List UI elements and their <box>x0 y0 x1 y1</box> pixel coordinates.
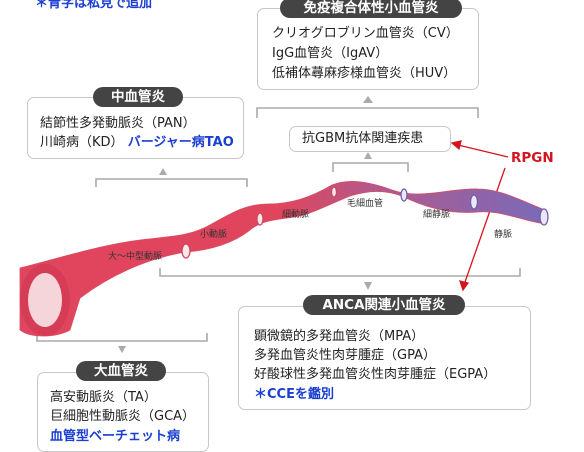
label-large-medium: 大〜中型動脈 <box>108 252 163 262</box>
opening-vein <box>539 208 549 226</box>
medium-vessel-box <box>27 97 244 159</box>
rpgn-arrows <box>450 140 509 292</box>
large-vessel-blue-item: 血管型ベーチェット病 <box>50 429 181 444</box>
buerger-text: バージャー病TAO <box>127 135 234 150</box>
immune-complex-item: IgG血管炎（IgAV） <box>272 46 389 61</box>
large-vessel-box <box>37 372 209 452</box>
opening-medium <box>181 243 191 259</box>
large-vessel-item: 巨細胞性動脈炎（GCA） <box>50 409 196 424</box>
large-vessel-item: 高安動脈炎（TA） <box>50 390 157 405</box>
immune-complex-item: クリオグロブリン血管炎（CV） <box>272 26 459 41</box>
medium-vessel-item: 川崎病（KD） バージャー病TAO <box>40 134 234 151</box>
anca-item: 多発血管炎性肉芽腫症（GPA） <box>254 348 436 363</box>
anca-item: 好酸球性多発血管炎性肉芽腫症（EGPA） <box>254 367 497 382</box>
immune-complex-item: 低補体蕁麻疹様血管炎（HUV） <box>272 66 457 81</box>
opening-arteriole <box>330 186 338 198</box>
rpgn-label: RPGN <box>511 150 554 166</box>
opening-small <box>256 212 264 226</box>
kd-text: 川崎病（KD） <box>40 135 124 150</box>
anca-item: 顕微鏡的多発血管炎（MPA） <box>254 329 425 344</box>
label-aorta: 大動脈 <box>78 309 106 319</box>
vessel-tube <box>19 180 546 337</box>
anti-gbm-label: 抗GBM抗体関連疾患 <box>302 131 424 146</box>
immune-complex-box <box>257 8 479 90</box>
immune-complex-header: 免疫複合体性小血管炎 <box>280 0 462 18</box>
label-arteriole: 細動脈 <box>282 210 310 220</box>
label-vein: 静脈 <box>494 230 513 240</box>
medium-vessel-item: 結節性多発動脈炎（PAN） <box>40 116 196 131</box>
blue-text-note: ＊青字は私見で追加 <box>35 0 153 11</box>
opening-capillary <box>400 188 408 202</box>
label-venule: 細静脈 <box>423 210 451 220</box>
bracket-lines <box>36 96 521 353</box>
opening-venule <box>469 194 479 210</box>
medium-vessel-header: 中血管炎 <box>93 87 183 107</box>
label-capillary: 毛細血管 <box>347 199 384 209</box>
anca-note: ＊CCEを鑑別 <box>254 387 334 402</box>
anca-header: ANCA関連小血管炎 <box>303 295 465 315</box>
large-vessel-header: 大血管炎 <box>76 361 166 381</box>
label-small-artery: 小動脈 <box>200 230 228 240</box>
anti-gbm-box <box>289 126 451 152</box>
